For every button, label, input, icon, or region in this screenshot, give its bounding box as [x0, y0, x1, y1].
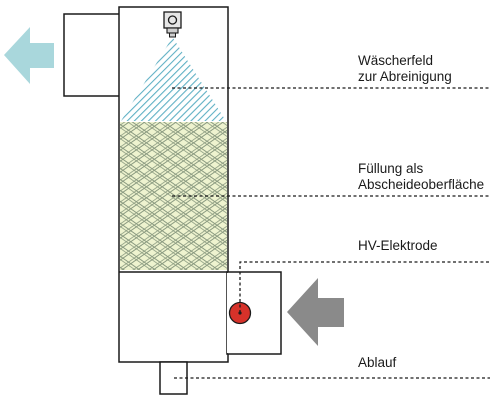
label-electrode: HV-Elektrode — [358, 238, 438, 253]
drain-pipe — [159, 361, 188, 395]
outlet-duct — [63, 13, 121, 97]
label-packing-line1: Füllung als — [358, 161, 424, 176]
outlet-arrow-icon — [4, 27, 54, 84]
spray-nozzle-icon — [163, 11, 182, 38]
label-spray-field-line2: zur Abreinigung — [358, 69, 452, 84]
label-packing-line2: Abscheideoberfläche — [358, 177, 485, 192]
packing-bed — [120, 122, 227, 270]
inlet-arrow-icon — [287, 278, 344, 346]
leader-lines — [172, 87, 490, 379]
label-drain: Ablauf — [358, 355, 397, 370]
spray-cone — [121, 37, 226, 121]
leader-electrode — [239, 261, 490, 313]
label-spray-field-line1: Wäscherfeld — [358, 53, 434, 68]
